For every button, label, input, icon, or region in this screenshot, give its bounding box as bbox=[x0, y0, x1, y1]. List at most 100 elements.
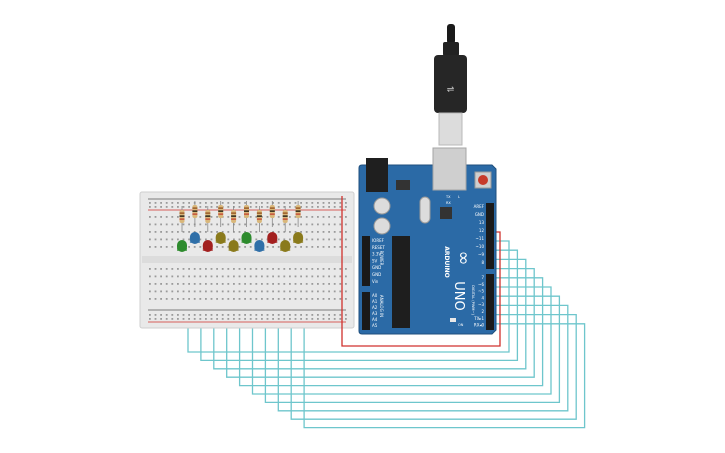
breadboard-hole bbox=[294, 216, 297, 218]
breadboard-hole bbox=[177, 206, 179, 208]
breadboard-hole bbox=[261, 238, 263, 241]
breadboard-hole bbox=[300, 206, 302, 208]
breadboard-hole bbox=[199, 268, 202, 270]
breadboard-hole bbox=[345, 231, 347, 233]
breadboard-hole bbox=[333, 216, 336, 218]
breadboard-hole bbox=[317, 268, 319, 270]
signal-wire bbox=[264, 247, 561, 404]
breadboard-hole bbox=[305, 206, 308, 208]
breadboard-hole bbox=[160, 290, 162, 293]
breadboard-hole bbox=[238, 223, 241, 226]
breadboard-hole bbox=[227, 290, 230, 293]
breadboard-hole bbox=[182, 268, 185, 270]
breadboard-hole bbox=[177, 314, 179, 316]
breadboard-hole bbox=[205, 206, 207, 208]
breadboard-hole bbox=[199, 238, 202, 241]
resistor-band bbox=[256, 215, 262, 217]
led-rim bbox=[267, 240, 278, 243]
resistor-band bbox=[218, 207, 224, 209]
breadboard-hole bbox=[289, 318, 291, 320]
breadboard-hole bbox=[171, 202, 174, 204]
breadboard-hole bbox=[177, 318, 179, 320]
pin-label: 13 bbox=[479, 220, 485, 225]
power-header bbox=[362, 236, 370, 286]
breadboard-hole bbox=[177, 238, 179, 241]
breadboard-hole bbox=[210, 231, 213, 233]
breadboard-hole bbox=[227, 202, 230, 204]
breadboard-hole bbox=[249, 314, 252, 316]
breadboard-hole bbox=[317, 231, 319, 233]
breadboard-hole bbox=[328, 298, 330, 300]
breadboard-hole bbox=[160, 202, 162, 204]
breadboard-hole bbox=[283, 202, 286, 204]
breadboard-hole bbox=[339, 314, 342, 316]
resistor-band bbox=[244, 213, 249, 215]
breadboard-hole bbox=[272, 268, 274, 270]
resistor-band bbox=[269, 207, 275, 209]
breadboard-hole bbox=[333, 268, 336, 270]
pin-label: ~6 bbox=[478, 282, 484, 287]
breadboard-hole bbox=[238, 246, 241, 248]
breadboard-hole bbox=[283, 290, 286, 293]
breadboard-hole bbox=[238, 238, 241, 241]
breadboard-hole bbox=[289, 231, 291, 233]
l-led-label: L bbox=[458, 195, 460, 199]
breadboard-hole bbox=[300, 246, 302, 248]
breadboard-hole bbox=[339, 206, 342, 208]
resistor-band bbox=[282, 218, 288, 220]
signal-wire bbox=[251, 247, 552, 395]
resistor-band bbox=[269, 213, 275, 215]
resistor-band bbox=[231, 212, 237, 214]
breadboard-hole bbox=[233, 238, 235, 241]
breadboard-hole bbox=[160, 238, 162, 241]
breadboard-hole bbox=[149, 246, 151, 248]
breadboard-hole bbox=[322, 275, 325, 278]
breadboard-hole bbox=[345, 275, 347, 278]
breadboard-hole bbox=[227, 223, 230, 226]
breadboard-hole bbox=[216, 216, 218, 218]
breadboard-hole bbox=[149, 238, 151, 241]
breadboard-hole bbox=[305, 290, 308, 293]
breadboard-hole bbox=[305, 223, 308, 226]
breadboard-hole bbox=[255, 206, 258, 208]
breadboard-hole bbox=[339, 283, 342, 285]
led-rim bbox=[293, 240, 304, 243]
breadboard-hole bbox=[199, 283, 202, 285]
pin-label: 8 bbox=[481, 260, 484, 265]
breadboard-hole bbox=[289, 238, 291, 241]
breadboard-hole bbox=[210, 223, 213, 226]
breadboard-hole bbox=[244, 268, 246, 270]
breadboard-hole bbox=[160, 318, 162, 320]
breadboard-hole bbox=[294, 268, 297, 270]
pin-label: GND bbox=[372, 265, 381, 270]
breadboard-hole bbox=[333, 231, 336, 233]
breadboard-hole bbox=[221, 275, 224, 278]
tx-led-label: TX bbox=[445, 195, 451, 199]
breadboard-hole bbox=[221, 298, 224, 300]
breadboard-hole bbox=[328, 318, 330, 320]
breadboard-hole bbox=[165, 318, 168, 320]
breadboard-hole bbox=[294, 298, 297, 300]
reset-button[interactable] bbox=[478, 175, 488, 185]
breadboard-hole bbox=[255, 231, 258, 233]
breadboard-hole bbox=[154, 318, 157, 320]
breadboard-hole bbox=[171, 298, 174, 300]
breadboard-hole bbox=[317, 275, 319, 278]
breadboard-hole bbox=[345, 318, 347, 320]
breadboard-hole bbox=[221, 290, 224, 293]
breadboard-hole bbox=[289, 298, 291, 300]
breadboard-hole bbox=[244, 318, 246, 320]
led-rim bbox=[280, 248, 291, 251]
breadboard-hole bbox=[149, 314, 151, 316]
breadboard-hole bbox=[255, 314, 258, 316]
breadboard-hole bbox=[227, 275, 230, 278]
breadboard-hole bbox=[188, 290, 190, 293]
breadboard-hole bbox=[266, 202, 269, 204]
breadboard-hole bbox=[249, 283, 252, 285]
breadboard-hole bbox=[283, 275, 286, 278]
breadboard-hole bbox=[171, 246, 174, 248]
breadboard-hole bbox=[305, 202, 308, 204]
breadboard-hole bbox=[266, 216, 269, 218]
breadboard-hole bbox=[339, 246, 342, 248]
resistor-band bbox=[205, 212, 211, 214]
